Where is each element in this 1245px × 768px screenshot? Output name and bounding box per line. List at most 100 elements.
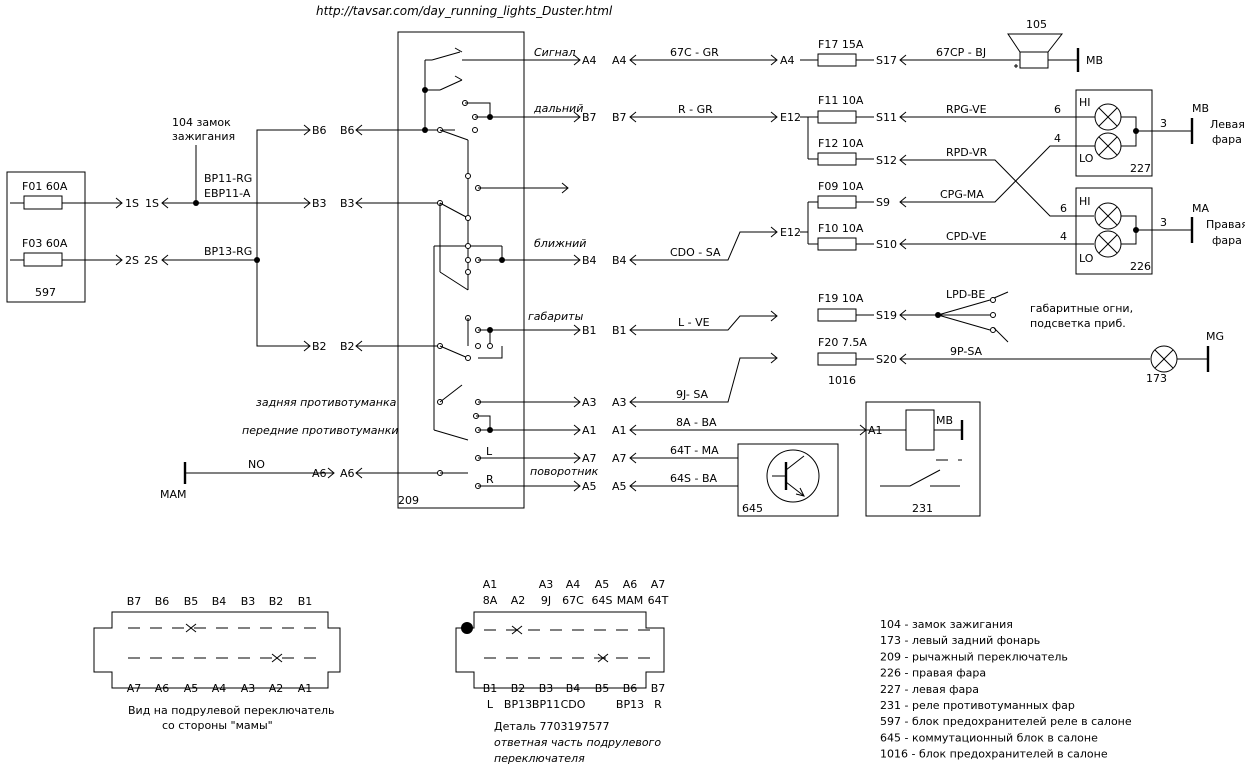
connector1-pin-bottom: A5	[184, 682, 199, 695]
wire-9j-sa: 9J- SA	[676, 388, 709, 401]
svg-text:B6: B6	[312, 124, 327, 137]
block-231-id: 231	[912, 502, 933, 515]
legend-item: 645 - коммутационный блок в салоне	[880, 731, 1098, 744]
connector1-pin-top: B5	[184, 595, 199, 608]
connector2-pin-bottom: B4	[566, 682, 581, 695]
connector2-pin-top: A6	[623, 578, 638, 591]
svg-text:4: 4	[1054, 132, 1061, 145]
svg-text:B4: B4	[582, 254, 597, 267]
svg-text:ближний: ближний	[534, 237, 586, 250]
svg-text:B1: B1	[612, 324, 627, 337]
connector2-pin-bottom: B5	[595, 682, 610, 695]
svg-text:габаритные огни,: габаритные огни,	[1030, 302, 1133, 315]
right-headlamp-226: HI LO 3 226 MA Правая фара	[1075, 187, 1245, 275]
svg-text:4: 4	[1060, 230, 1067, 243]
legend-item: 173 - левый задний фонарь	[880, 634, 1040, 647]
wire-l-ve: L - VE	[678, 316, 710, 329]
svg-text:A7: A7	[612, 452, 627, 465]
wire-67cp-bj: 67CP - BJ	[936, 46, 986, 59]
svg-text:A1: A1	[582, 424, 597, 437]
wire-64s-ba: 64S - BA	[670, 472, 717, 485]
svg-text:B7: B7	[612, 111, 627, 124]
svg-text:габариты: габариты	[528, 310, 584, 323]
svg-text:A4: A4	[582, 54, 597, 67]
fuse-f03-label: F03 60A	[22, 237, 68, 250]
svg-text:B3: B3	[312, 197, 327, 210]
svg-text:MB: MB	[936, 414, 953, 427]
block-1016-id: 1016	[828, 374, 856, 387]
connector1-pin-top: B3	[241, 595, 256, 608]
connector1-pin-top: B1	[298, 595, 313, 608]
connector2-wire-top: 64S	[592, 594, 613, 607]
fuse-block-1016: F17 15A F11 10A F12 10A F09 10A F10 10A …	[800, 38, 874, 387]
svg-text:B2: B2	[312, 340, 327, 353]
svg-text:LO: LO	[1079, 152, 1094, 165]
wire-r-gr: R - GR	[678, 103, 713, 116]
connector2-wire-top: 64T	[648, 594, 669, 607]
legend-item: 231 - реле противотуманных фар	[880, 699, 1075, 712]
fuse-block-597: F01 60A F03 60A 597	[6, 171, 86, 303]
connector2-wire-bottom: R	[654, 698, 662, 711]
connector2-caption-2: ответная часть подрулевого	[494, 736, 661, 749]
connector2-pin-bottom: B7	[651, 682, 666, 695]
svg-text:1S: 1S	[145, 197, 159, 210]
wire-lpd-be: LPD-BE	[946, 288, 985, 301]
connector1-pin-bottom: A1	[298, 682, 313, 695]
svg-text:6: 6	[1054, 103, 1061, 116]
svg-text:S9: S9	[876, 196, 890, 209]
middle-harness: A4 A4 67C - GR B7 E12 R - GR B4 E12 CDO …	[612, 46, 883, 493]
connector2-pin-bottom: B1	[483, 682, 498, 695]
connector2-pin-top: A4	[566, 578, 581, 591]
svg-text:HI: HI	[1079, 96, 1091, 109]
ground-mam: MAM	[160, 488, 187, 501]
svg-text:Левая: Левая	[1210, 118, 1245, 131]
svg-text:B6: B6	[340, 124, 355, 137]
svg-text:MB: MB	[1192, 102, 1209, 115]
block-597-id: 597	[35, 286, 56, 299]
svg-text:Сигнал: Сигнал	[534, 46, 576, 59]
svg-text:B4: B4	[612, 254, 627, 267]
block-209-id: 209	[398, 494, 419, 507]
wire-ebp11: EBP11-A	[204, 187, 251, 200]
svg-text:HI: HI	[1079, 195, 1091, 208]
legend-item: 227 - левая фара	[880, 683, 979, 696]
connector2-wire-bottom: L	[487, 698, 494, 711]
svg-text:задняя противотуманка: задняя противотуманка	[256, 396, 397, 409]
connector2-wire-top: MAM	[617, 594, 644, 607]
legend-item: 104 - замок зажигания	[880, 618, 1013, 631]
connector1-pin-bottom: A4	[212, 682, 227, 695]
connector2-wire-bottom: BP11	[532, 698, 560, 711]
svg-text:S11: S11	[876, 111, 897, 124]
svg-text:104 замок: 104 замок	[172, 116, 231, 129]
connector1-caption-2: со стороны "мамы"	[162, 719, 273, 732]
switch-inputs-left: B6 B3 B2 B6 B3 B2 A6 A6 NO MAM	[160, 124, 440, 501]
legend-item: 1016 - блок предохранителей в салоне	[880, 748, 1108, 761]
connector2-wire-top: A2	[511, 594, 526, 607]
svg-text:поворотник: поворотник	[530, 465, 599, 478]
svg-text:E12: E12	[780, 111, 801, 124]
wire-9p-sa: 9P-SA	[950, 345, 983, 358]
wire-cpg-ma: CPG-MA	[940, 188, 984, 201]
svg-text:2S: 2S	[144, 254, 158, 267]
svg-text:F17 15A: F17 15A	[818, 38, 864, 51]
component-legend: 104 - замок зажигания 173 - левый задний …	[880, 618, 1132, 761]
svg-text:Правая: Правая	[1206, 218, 1245, 231]
wire-8a-ba: 8A - BA	[676, 416, 717, 429]
wire-bp13: BP13-RG	[204, 245, 252, 258]
svg-text:F11 10A: F11 10A	[818, 94, 864, 107]
connector2-wire-top: 67C	[562, 594, 584, 607]
svg-text:E12: E12	[780, 226, 801, 239]
connector2-pin-bottom: B6	[623, 682, 638, 695]
svg-text:дальний: дальний	[533, 102, 583, 115]
wire-no: NO	[248, 458, 265, 471]
svg-text:R: R	[486, 473, 494, 486]
svg-text:F10 10A: F10 10A	[818, 222, 864, 235]
horn-id: 105	[1026, 18, 1047, 31]
connector1-pin-bottom: A2	[269, 682, 284, 695]
svg-text:L: L	[486, 445, 493, 458]
connector2-wire-bottom: BP13	[504, 698, 532, 711]
svg-text:3: 3	[1160, 117, 1167, 130]
legend-item: 597 - блок предохранителей реле в салоне	[880, 715, 1132, 728]
svg-text:MG: MG	[1206, 330, 1224, 343]
